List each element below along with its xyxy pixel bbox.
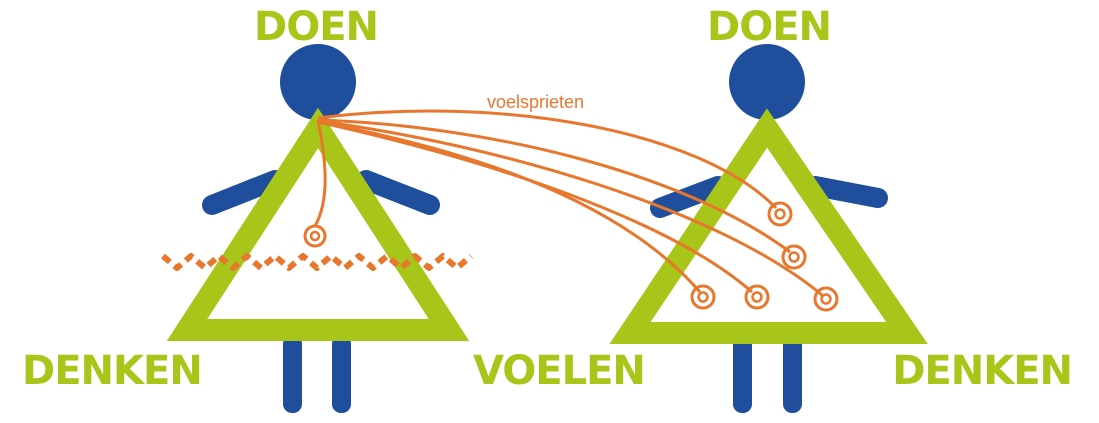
target-1-inner [774,208,786,220]
target-5-outer [813,286,839,312]
target-3-outer [690,284,716,310]
left-figure-leg-right [332,335,351,413]
label-right-denken: DENKEN [892,348,1072,394]
label-right-doen: DOEN [707,4,831,50]
left-figure-head [280,44,356,120]
left-figure-zigzag [161,253,473,271]
right-figure-leg-right [783,335,802,413]
left-figure [161,44,473,413]
right-figure-head [729,44,805,120]
target-4-inner [751,291,763,303]
right-figure-leg-left [733,335,752,413]
target-3-inner [697,291,709,303]
target-4-outer [744,284,770,310]
feeler-line-2 [317,118,791,254]
left-figure-self-feeler [313,119,327,227]
left-figure-spiral-inner [309,230,321,242]
label-left-doen: DOEN [254,4,378,50]
left-figure-spiral-outer [303,224,327,248]
left-figure-arm-right [356,170,440,215]
right-figure [609,44,928,413]
label-voelen: VOELEN [473,348,645,394]
target-2-inner [788,251,800,263]
feeler-line-4 [317,120,753,294]
feelers [317,109,823,297]
feeler-line-1 [317,109,778,210]
feeler-line-5 [317,119,823,297]
left-figure-leg-left [283,335,302,413]
target-2-outer [781,244,807,270]
label-left-denken: DENKEN [22,348,202,394]
right-figure-targets [690,201,839,312]
right-figure-arm-right [805,176,888,208]
left-figure-arm-left [202,170,285,215]
left-figure-triangle [166,107,470,341]
right-figure-triangle [609,108,928,344]
label-voelsprieten: voelsprieten [487,92,584,112]
target-1-outer [767,201,793,227]
target-5-inner [820,293,832,305]
